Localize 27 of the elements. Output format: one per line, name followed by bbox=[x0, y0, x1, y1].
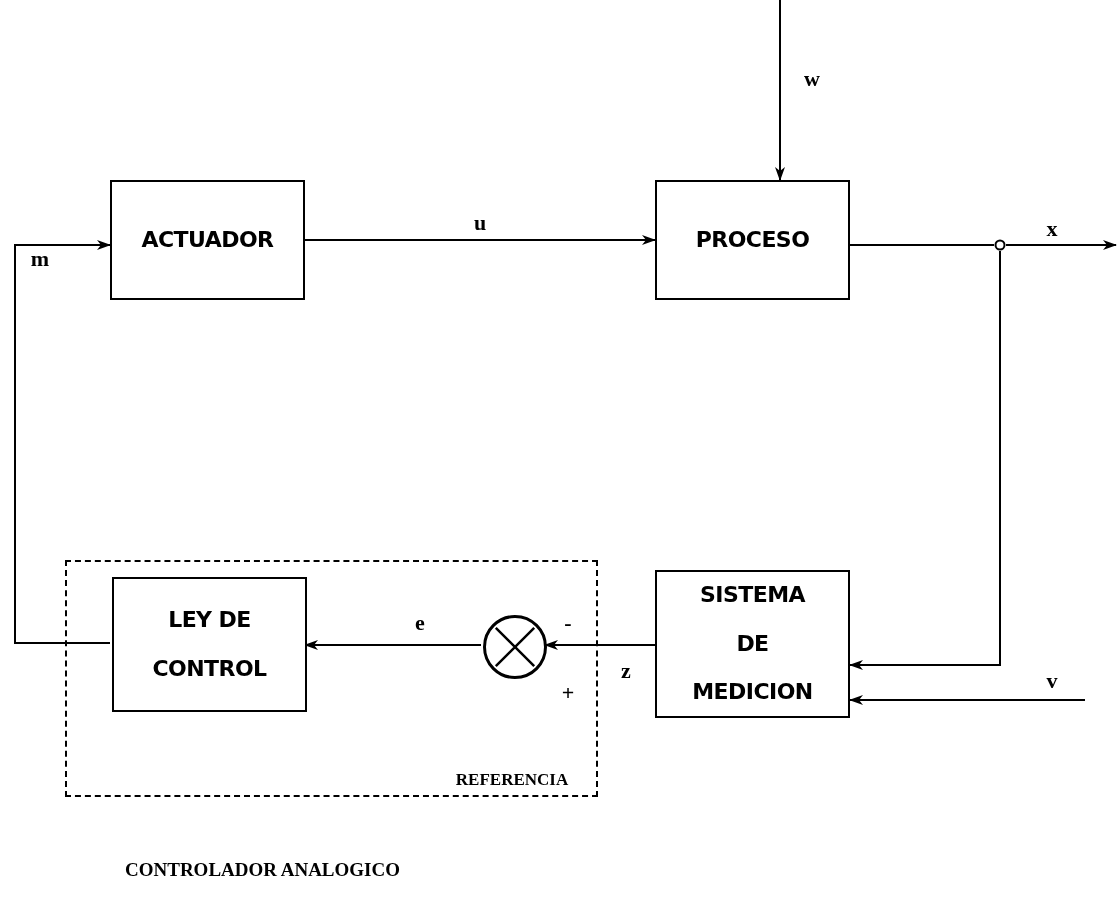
signal-label: v bbox=[1046, 666, 1058, 695]
signal-label: m bbox=[30, 244, 50, 273]
signal-arrow bbox=[849, 250, 1001, 670]
block-label: LEY DE CONTROL bbox=[151, 606, 268, 683]
signal-label: w bbox=[804, 64, 820, 93]
signal-label: e bbox=[415, 608, 425, 637]
group-title: CONTROLADOR ANALOGICO bbox=[125, 858, 400, 882]
signal-arrow bbox=[14, 240, 111, 644]
block-label: PROCESO bbox=[694, 225, 811, 254]
block-label: SISTEMA DE MEDICION bbox=[691, 581, 814, 707]
block-box bbox=[110, 180, 305, 300]
signal-label: x bbox=[1046, 214, 1058, 243]
signal-arrow bbox=[775, 0, 785, 181]
sign-label: - bbox=[564, 608, 572, 637]
sign-label: + bbox=[561, 678, 575, 707]
signal-arrow bbox=[1005, 240, 1117, 250]
summing-junction bbox=[483, 615, 547, 679]
signal-label: z bbox=[621, 656, 631, 685]
signal-label: u bbox=[473, 208, 487, 237]
block-box bbox=[112, 577, 307, 712]
block-box bbox=[655, 180, 850, 300]
branch-point bbox=[994, 239, 1006, 251]
signal-arrow bbox=[304, 235, 656, 245]
signal-arrow bbox=[849, 695, 1086, 705]
block-box bbox=[655, 570, 850, 718]
reference-label: REFERENCIA bbox=[455, 769, 569, 792]
block-label: ACTUADOR bbox=[140, 225, 275, 254]
